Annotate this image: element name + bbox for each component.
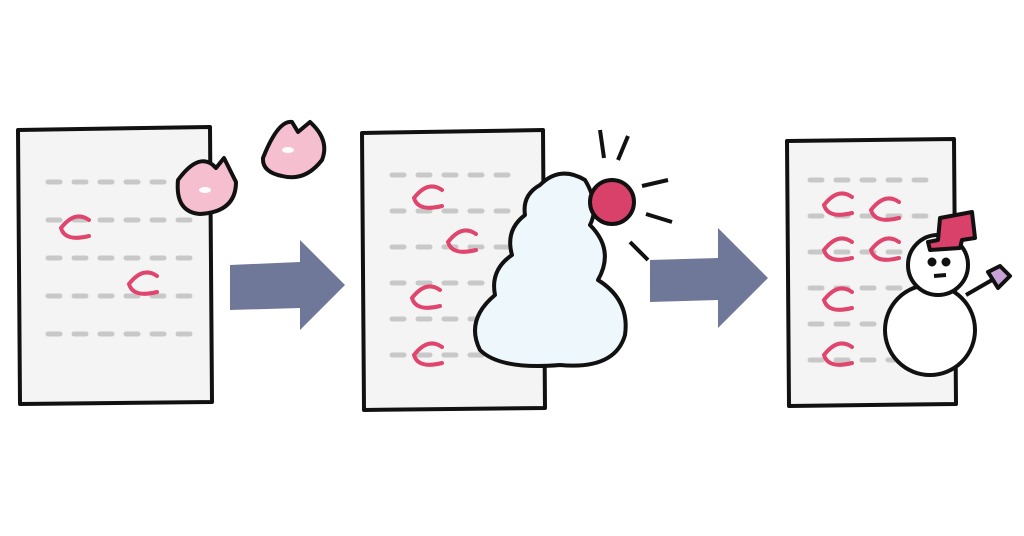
correction-mark (821, 236, 854, 262)
correction-mark (821, 191, 854, 217)
correction-mark (58, 214, 91, 240)
snowman (883, 210, 1012, 377)
correction-mark (821, 286, 854, 312)
correction-mark (868, 196, 901, 222)
cherry-petal-icon (175, 119, 327, 216)
correction-mark (409, 284, 442, 310)
arrow-right-icon (650, 228, 768, 328)
arrow-right-icon (230, 240, 345, 330)
correction-mark (868, 236, 901, 262)
correction-mark (411, 184, 444, 210)
correction-mark (411, 341, 444, 367)
correction-mark (126, 270, 159, 296)
snow-mochi (473, 129, 673, 368)
correction-mark (445, 228, 478, 254)
paper-sheet-1 (16, 125, 214, 406)
correction-mark (821, 341, 854, 367)
